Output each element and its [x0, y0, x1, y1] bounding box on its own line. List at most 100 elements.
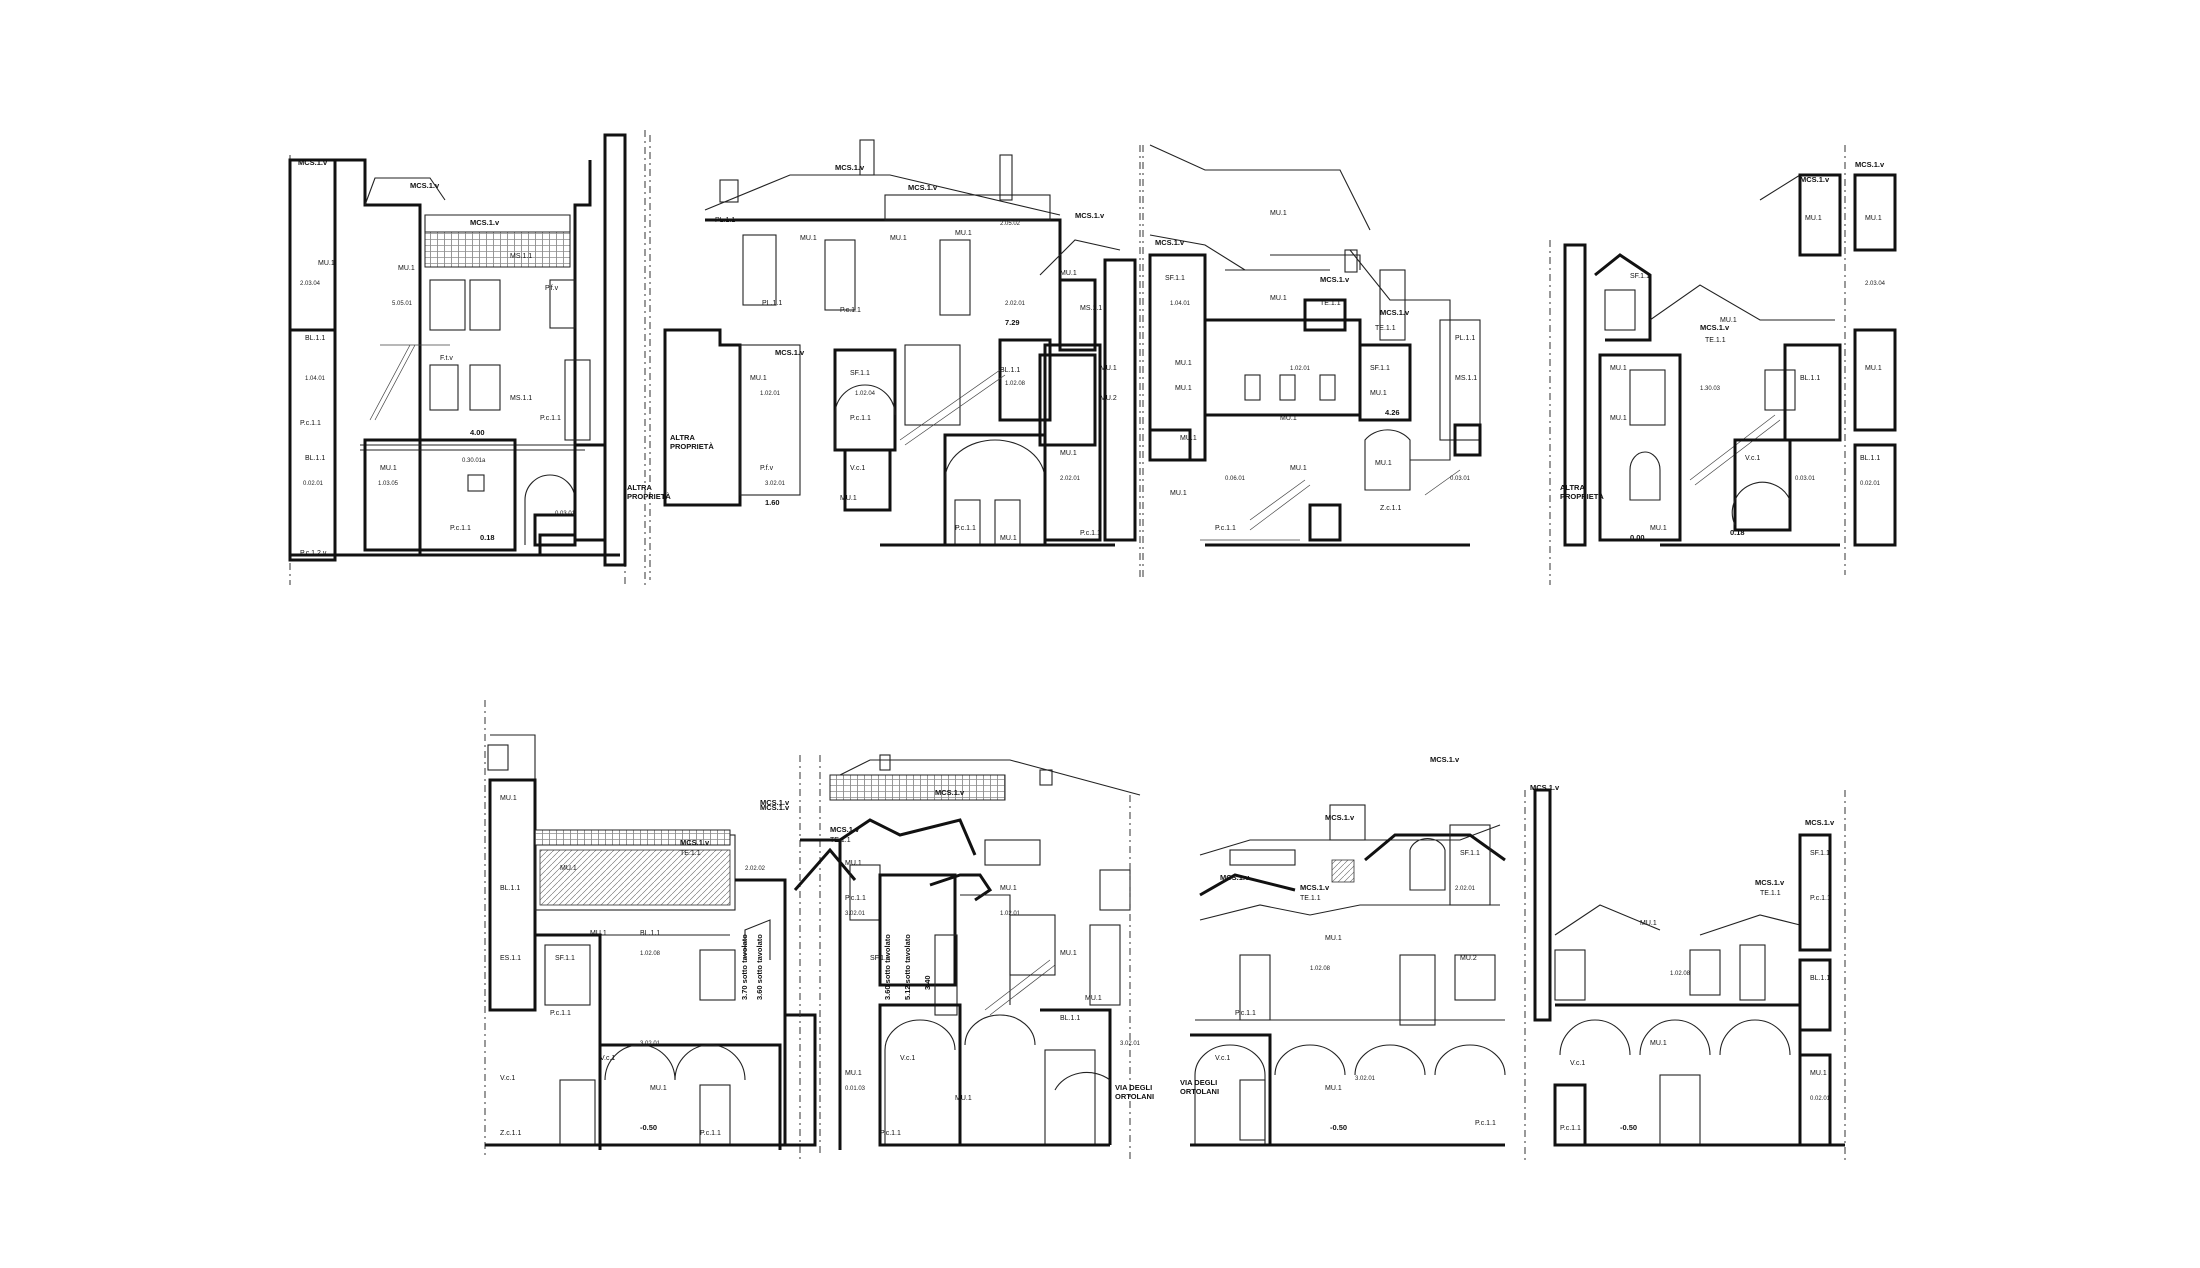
label-mu: MU.1: [1375, 460, 1392, 467]
label-es: ES.1.1: [500, 955, 521, 962]
label-te: TE.1.1: [1300, 895, 1321, 902]
label-mcs: MCS.1.v: [1300, 883, 1330, 892]
label-mcs: MCS.1.v: [1530, 783, 1560, 792]
elevation-panel-1: [288, 130, 646, 585]
label-code: 1.02.01: [760, 391, 781, 397]
label-pav: P.c.1.1: [1215, 525, 1236, 532]
label-ve: V.c.1: [1745, 455, 1760, 462]
label-elev: -0.50: [640, 1123, 657, 1132]
label-te: TE.1.1: [1320, 300, 1341, 307]
label-te: TE.1.1: [830, 837, 851, 844]
label-bl: BL.1.1: [500, 885, 520, 892]
elevation-panel-2: [649, 135, 1141, 580]
label-pav: P.c.1.1: [300, 420, 321, 427]
label-height: 3.60 sotto tavolato: [755, 934, 764, 1000]
label-code: 2.02.01: [1005, 301, 1026, 307]
label-pav: P.c.1.1: [840, 307, 861, 314]
label-mu: MU.1: [1650, 1040, 1667, 1047]
label-code: 2.02.01: [1060, 476, 1081, 482]
label-te: TE.1.1: [1375, 325, 1396, 332]
label-pav: P.c.1.1: [880, 1130, 901, 1137]
label-fv: F.t.v: [440, 355, 453, 362]
label-mcs: MCS.1.v: [760, 798, 790, 807]
label-mu: MU.1: [840, 495, 857, 502]
label-mu: MU.1: [955, 1095, 972, 1102]
label-code: 0.06.01: [1225, 476, 1246, 482]
label-mu: MU.1: [1060, 450, 1077, 457]
label-bl: BL.1.1: [305, 455, 325, 462]
label-mu: MU.1: [955, 230, 972, 237]
label-mu: MU.1: [845, 1070, 862, 1077]
label-elev: 0.18: [480, 533, 495, 542]
label-mu: MU.1: [1290, 465, 1307, 472]
label-mcs: MCS.1.v: [760, 803, 790, 812]
label-mu: MU.1: [560, 865, 577, 872]
label-height: 3.60 sotto tavolato: [883, 934, 892, 1000]
label-mu: MU.1: [1720, 317, 1737, 324]
label-mu: MU.1: [590, 930, 607, 937]
label-mcs: MCS.1.v: [1325, 813, 1355, 822]
label-mcs: MCS.1.v: [1755, 878, 1785, 887]
label-mu: MU.1: [800, 235, 817, 242]
label-mu: MU.1: [1175, 385, 1192, 392]
label-code: 1.02.08: [1310, 966, 1331, 972]
label-mu2: MU.2: [1100, 395, 1117, 402]
label-mu: MU.1: [650, 1085, 667, 1092]
label-code: 1.02.04: [855, 391, 876, 397]
elevation-panel-5: [484, 700, 821, 1155]
label-mu: MU.1: [1325, 935, 1342, 942]
label-code: 3.02.01: [845, 911, 866, 917]
label-via2: ORTOLANI: [1180, 1087, 1219, 1096]
label-mcs: MCS.1.v: [830, 825, 860, 834]
label-ve: V.c.1: [900, 1055, 915, 1062]
label-ve: V.c.1: [1215, 1055, 1230, 1062]
label-code: 1.02.08: [1670, 971, 1691, 977]
label-mu: MU.1: [1280, 415, 1297, 422]
label-proprieta: PROPRIETÀ: [670, 442, 714, 451]
label-mu: MU.1: [1100, 365, 1117, 372]
label-pav: P.c.1.1: [1560, 1125, 1581, 1132]
label-mu: MU.1: [1810, 1070, 1827, 1077]
label-via2: ORTOLANI: [1115, 1092, 1154, 1101]
label-zs: Z.c.1.1: [500, 1130, 522, 1137]
label-mcs: MCS.1.v: [1380, 308, 1410, 317]
label-pav: P.c.1.1: [540, 415, 561, 422]
label-mcs: MCS.1.v: [835, 163, 865, 172]
label-mcs: MCS.1.v: [298, 158, 328, 167]
label-pav: P.c.1.1: [1475, 1120, 1496, 1127]
elevation-panel-3: [1142, 144, 1482, 580]
label-mu: MU.1: [398, 265, 415, 272]
label-code: 0.03.01: [555, 511, 576, 517]
label-code: 3.02.01: [1355, 1076, 1376, 1082]
label-mu: MU.1: [1640, 920, 1657, 927]
label-pav: P.c.1.1: [1810, 895, 1831, 902]
label-pav: P.c.1.1: [845, 895, 866, 902]
label-ms: MS.1.1: [510, 395, 532, 402]
label-zs: Z.c.1.1: [1380, 505, 1402, 512]
label-code: 0.03.01: [1795, 476, 1816, 482]
label-mu: MU.1: [1085, 995, 1102, 1002]
label-mcs: MCS.1.v: [1855, 160, 1885, 169]
label-pav: P.c.1.1: [955, 525, 976, 532]
label-mu: MU.1: [1175, 360, 1192, 367]
label-mcs: MCS.1.v: [775, 348, 805, 357]
label-code: 0.02.01: [1810, 1096, 1831, 1102]
label-code: 2.05.02: [1000, 221, 1021, 227]
label-code: 3.02.01: [1120, 1041, 1141, 1047]
label-height: 3.70 sotto tavolato: [740, 934, 749, 1000]
label-mcs: MCS.1.v: [410, 181, 440, 190]
label-code: 0.30.01a: [462, 458, 486, 464]
label-mu: MU.1: [1270, 295, 1287, 302]
label-code: 3.02.01: [765, 481, 786, 487]
label-sf: SF.1.1: [1370, 365, 1390, 372]
label-bl: BL.1.1: [1800, 375, 1820, 382]
label-mcs: MCS.1.v: [1075, 211, 1105, 220]
label-ve: V.c.1: [850, 465, 865, 472]
label-altra: ALTRA: [627, 483, 652, 492]
label-mu: MU.1: [500, 795, 517, 802]
label-ve: V.c.1: [1570, 1060, 1585, 1067]
label-pl: PL.1.1: [762, 300, 782, 307]
label-mu: MU.1: [1865, 365, 1882, 372]
label-code: 1.02.01: [1290, 366, 1311, 372]
